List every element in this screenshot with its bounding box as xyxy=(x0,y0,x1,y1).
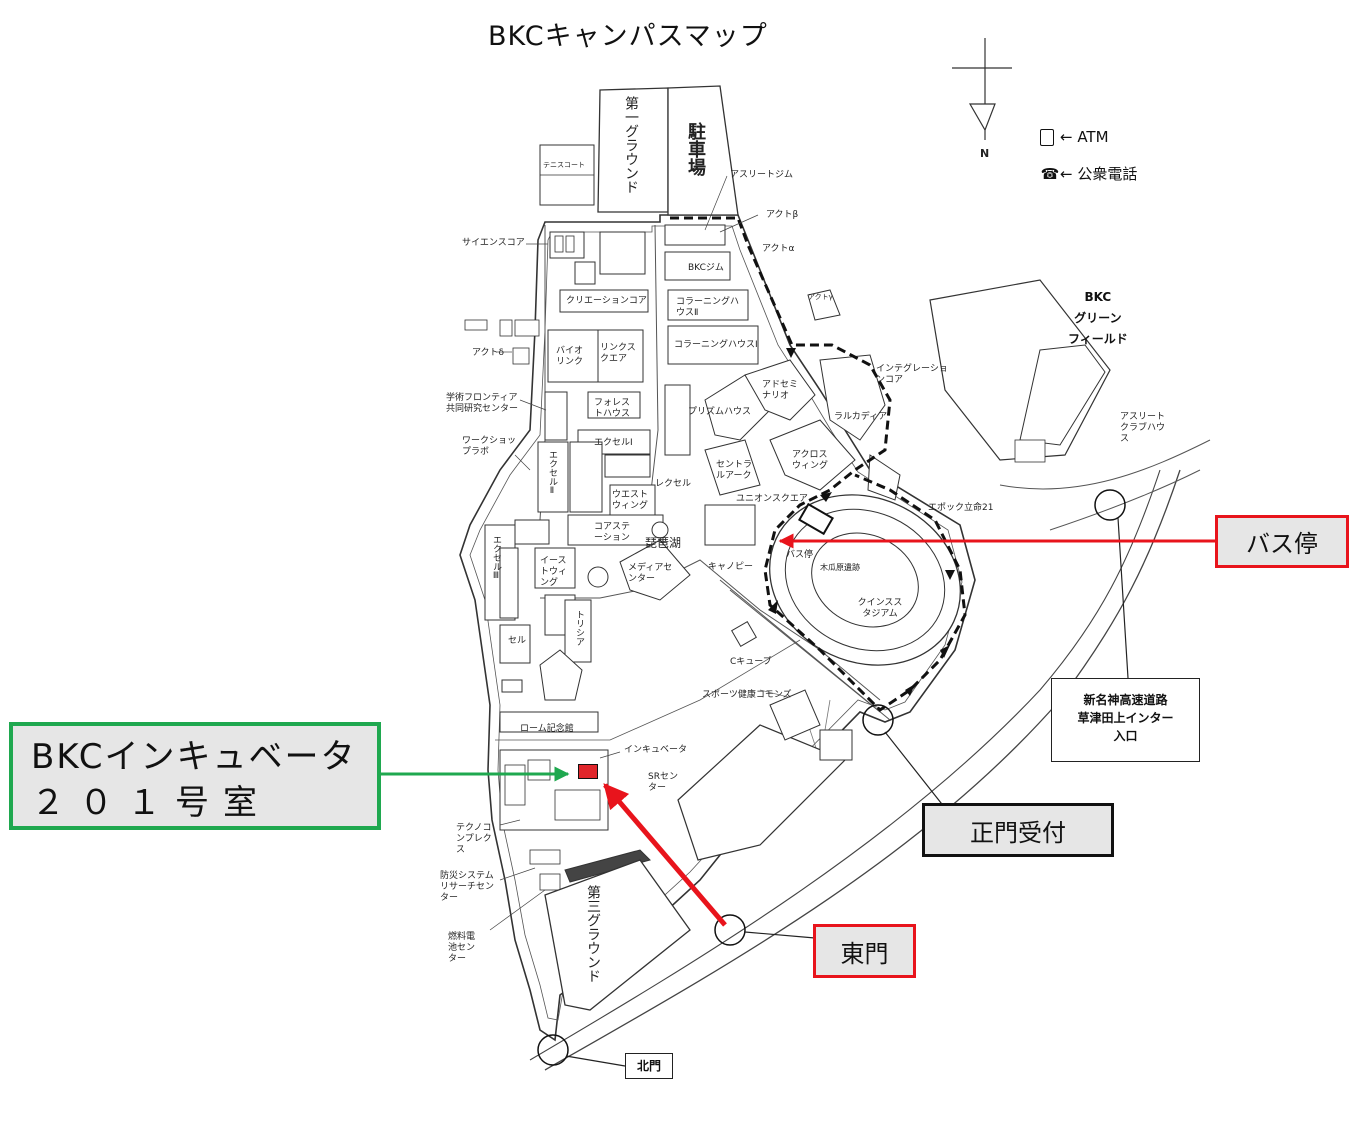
phone-icon: ☎ xyxy=(1040,165,1060,183)
label-cell: セル xyxy=(508,636,527,646)
label-union-square: ユニオンスクエア xyxy=(736,494,808,504)
label-queens-stadium: クインススタジアム xyxy=(857,598,903,619)
ground-1-label: 第一グラウンド xyxy=(623,96,639,194)
label-act-gamma: アクトγ xyxy=(808,293,833,301)
label-bus-stop-map: バス停 xyxy=(786,550,814,560)
legend-phone: ☎← 公衆電話 xyxy=(1040,165,1138,183)
label-science-core: サイエンスコア xyxy=(462,238,525,248)
parking-label: 駐車場 xyxy=(685,122,706,176)
incubator-room-201 xyxy=(578,764,598,779)
label-across-wing: アクロスウィング xyxy=(792,450,829,471)
label-sr-center: SRセンター xyxy=(648,772,678,793)
label-athlete-clubhouse: アスリートクラブハウス xyxy=(1120,412,1166,444)
legend-atm: ← ATM xyxy=(1040,128,1109,146)
excel2-label: エクセルⅡ xyxy=(547,450,557,496)
east-gate-callout: 東門 xyxy=(813,924,916,978)
atm-icon xyxy=(1040,129,1054,146)
ground-3-label: 第三グラウンド xyxy=(585,885,601,983)
label-canopy: キャノピー xyxy=(708,562,754,572)
ground-3 xyxy=(544,859,691,1011)
label-athlete-gym: アスリートジム xyxy=(730,170,794,180)
label-act-alpha: アクトα xyxy=(762,244,795,254)
incubator-callout-line2: ２０１号室 xyxy=(31,783,271,823)
label-larcadia: ラルカディア xyxy=(834,412,888,422)
label-creation-core: クリエーションコア xyxy=(566,296,647,306)
label-west-wing: ウエストウィング xyxy=(612,490,649,511)
north-gate-marker xyxy=(537,1034,569,1066)
label-rexel: レクセル xyxy=(655,479,692,489)
label-rohm-hall: ローム記念館 xyxy=(520,724,574,734)
north-gate-box: 北門 xyxy=(625,1053,673,1079)
bus-route xyxy=(670,216,967,712)
label-c-cube: Cキューブ xyxy=(730,657,772,667)
east-gate-marker xyxy=(714,914,746,946)
label-remains: 木瓜原遺跡 xyxy=(820,563,860,572)
label-incubator: インキュベータ xyxy=(624,745,688,755)
compass-north-label: N xyxy=(980,147,990,160)
label-core-station: コアステーション xyxy=(594,522,631,543)
bus-stop-callout: バス停 xyxy=(1215,515,1349,568)
incubator-callout: BKCインキュベータ ２０１号室 xyxy=(9,722,381,830)
main-gate-marker xyxy=(862,704,894,736)
label-act-delta: アクトδ xyxy=(472,348,505,358)
label-fuel-cell-center: 燃料電池センター xyxy=(448,932,476,964)
label-prism-house: プリズムハウス xyxy=(688,407,752,417)
label-media-center: メディアセンター xyxy=(628,563,673,584)
incubator-callout-line1: BKCインキュベータ xyxy=(31,737,357,777)
label-act-beta: アクトβ xyxy=(766,210,799,220)
label-colearning-2: コラーニングハウスⅡ xyxy=(676,297,740,318)
main-gate-callout: 正門受付 xyxy=(922,803,1114,857)
label-bkc-gym: BKCジム xyxy=(688,263,724,273)
excel3-label: エクセルⅢ xyxy=(491,535,501,581)
label-colearning-1: コラーニングハウスⅠ xyxy=(674,340,758,350)
label-biwako: 琵琶湖 xyxy=(645,536,682,550)
label-tennis-court: テニスコート xyxy=(543,161,585,169)
label-central-arc: セントラルアーク xyxy=(716,460,753,481)
label-techno-complex: テクノコンプレクス xyxy=(456,823,492,855)
label-frontier-center: 学術フロンティア共同研究センター xyxy=(446,393,519,414)
map-title: BKCキャンパスマップ xyxy=(488,21,768,52)
label-workshop-lab: ワークショップラボ xyxy=(462,436,517,457)
label-biolink: バイオリンク xyxy=(556,346,584,367)
label-east-wing: イーストウィング xyxy=(540,556,568,588)
label-excel1: エクセルⅠ xyxy=(594,438,633,448)
trinity-label: トリシア xyxy=(574,610,584,646)
parking-lot xyxy=(667,85,739,216)
label-sports-commons: スポーツ健康コモンズ xyxy=(702,690,792,700)
label-forest-house: フォレストハウス xyxy=(594,398,631,419)
green-field-label: BKC グリーン フィールド xyxy=(1068,290,1128,346)
expressway-entrance-box: 新名神高速道路 草津田上インター 入口 xyxy=(1051,678,1200,762)
label-link-square: リンクスクエア xyxy=(600,343,636,364)
bus-stop-marker xyxy=(1094,489,1126,521)
label-epoch21: エポック立命21 xyxy=(928,503,994,513)
label-disaster-center: 防災システムリサーチセンター xyxy=(440,871,495,903)
label-ad-seminario: アドセミナリオ xyxy=(762,380,799,401)
east-gate-arrow xyxy=(603,783,727,927)
label-integration-core: インテグレーションコア xyxy=(876,364,948,385)
